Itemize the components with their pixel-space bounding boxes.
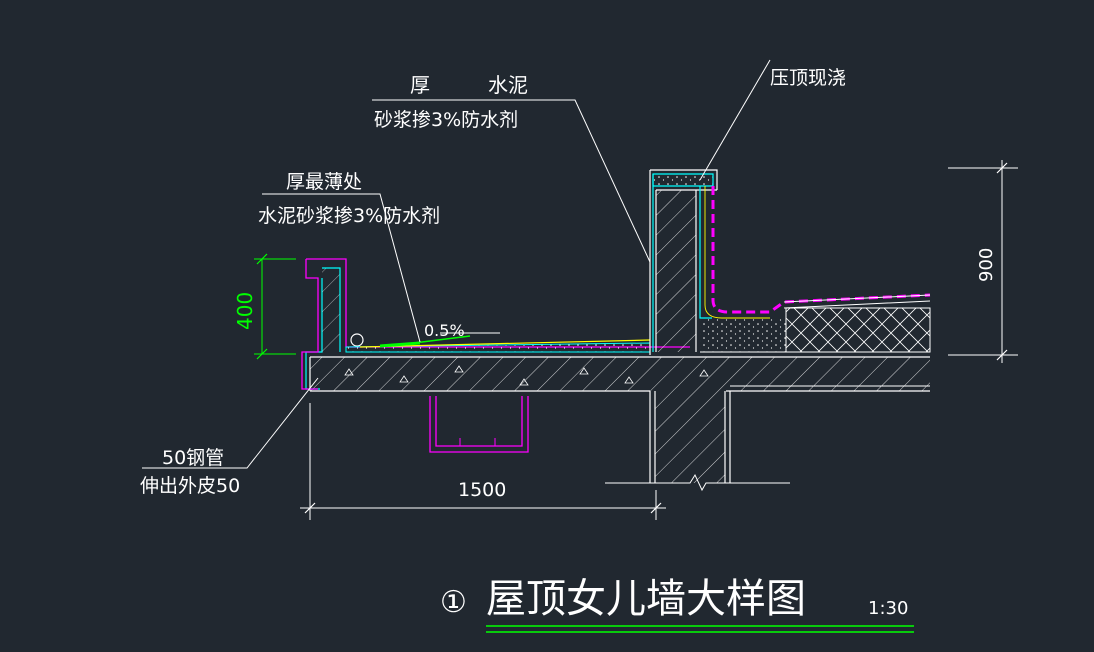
- dimension-900: 900: [976, 248, 997, 282]
- roof-insulation-layers: [700, 294, 931, 353]
- title-underline: [486, 625, 914, 633]
- gutter-channel: [429, 396, 529, 453]
- dimension-lines: [254, 160, 1018, 520]
- thinnest-label-line2: 水泥砂浆掺3%防水剂: [258, 205, 440, 227]
- dimension-400: 400: [233, 292, 257, 330]
- mortar-screed-layer: [345, 335, 651, 353]
- roof-slab: [309, 356, 930, 392]
- beam-and-column: [605, 385, 930, 492]
- thinnest-label-line1: 厚最薄处: [286, 171, 362, 193]
- cement-label-line2: 砂浆掺3%防水剂: [374, 109, 518, 131]
- coping-label: 压顶现浇: [770, 67, 846, 89]
- drawing-scale: 1:30: [868, 598, 908, 619]
- leader-lines: [142, 59, 771, 469]
- title-circle-number: ①: [440, 585, 467, 620]
- slope-label: 0.5%: [424, 321, 465, 340]
- parapet-wall: [649, 169, 931, 355]
- dimension-1500: 1500: [458, 479, 506, 501]
- cement-label-thick: 厚: [410, 73, 430, 97]
- drain-pipe-symbol: [350, 333, 364, 347]
- pipe-label-line2: 伸出外皮50: [140, 475, 240, 497]
- pipe-label-line1: 50钢管: [162, 447, 224, 469]
- cement-label-cement: 水泥: [488, 73, 528, 97]
- drawing-title: 屋顶女儿墙大样图: [486, 576, 806, 622]
